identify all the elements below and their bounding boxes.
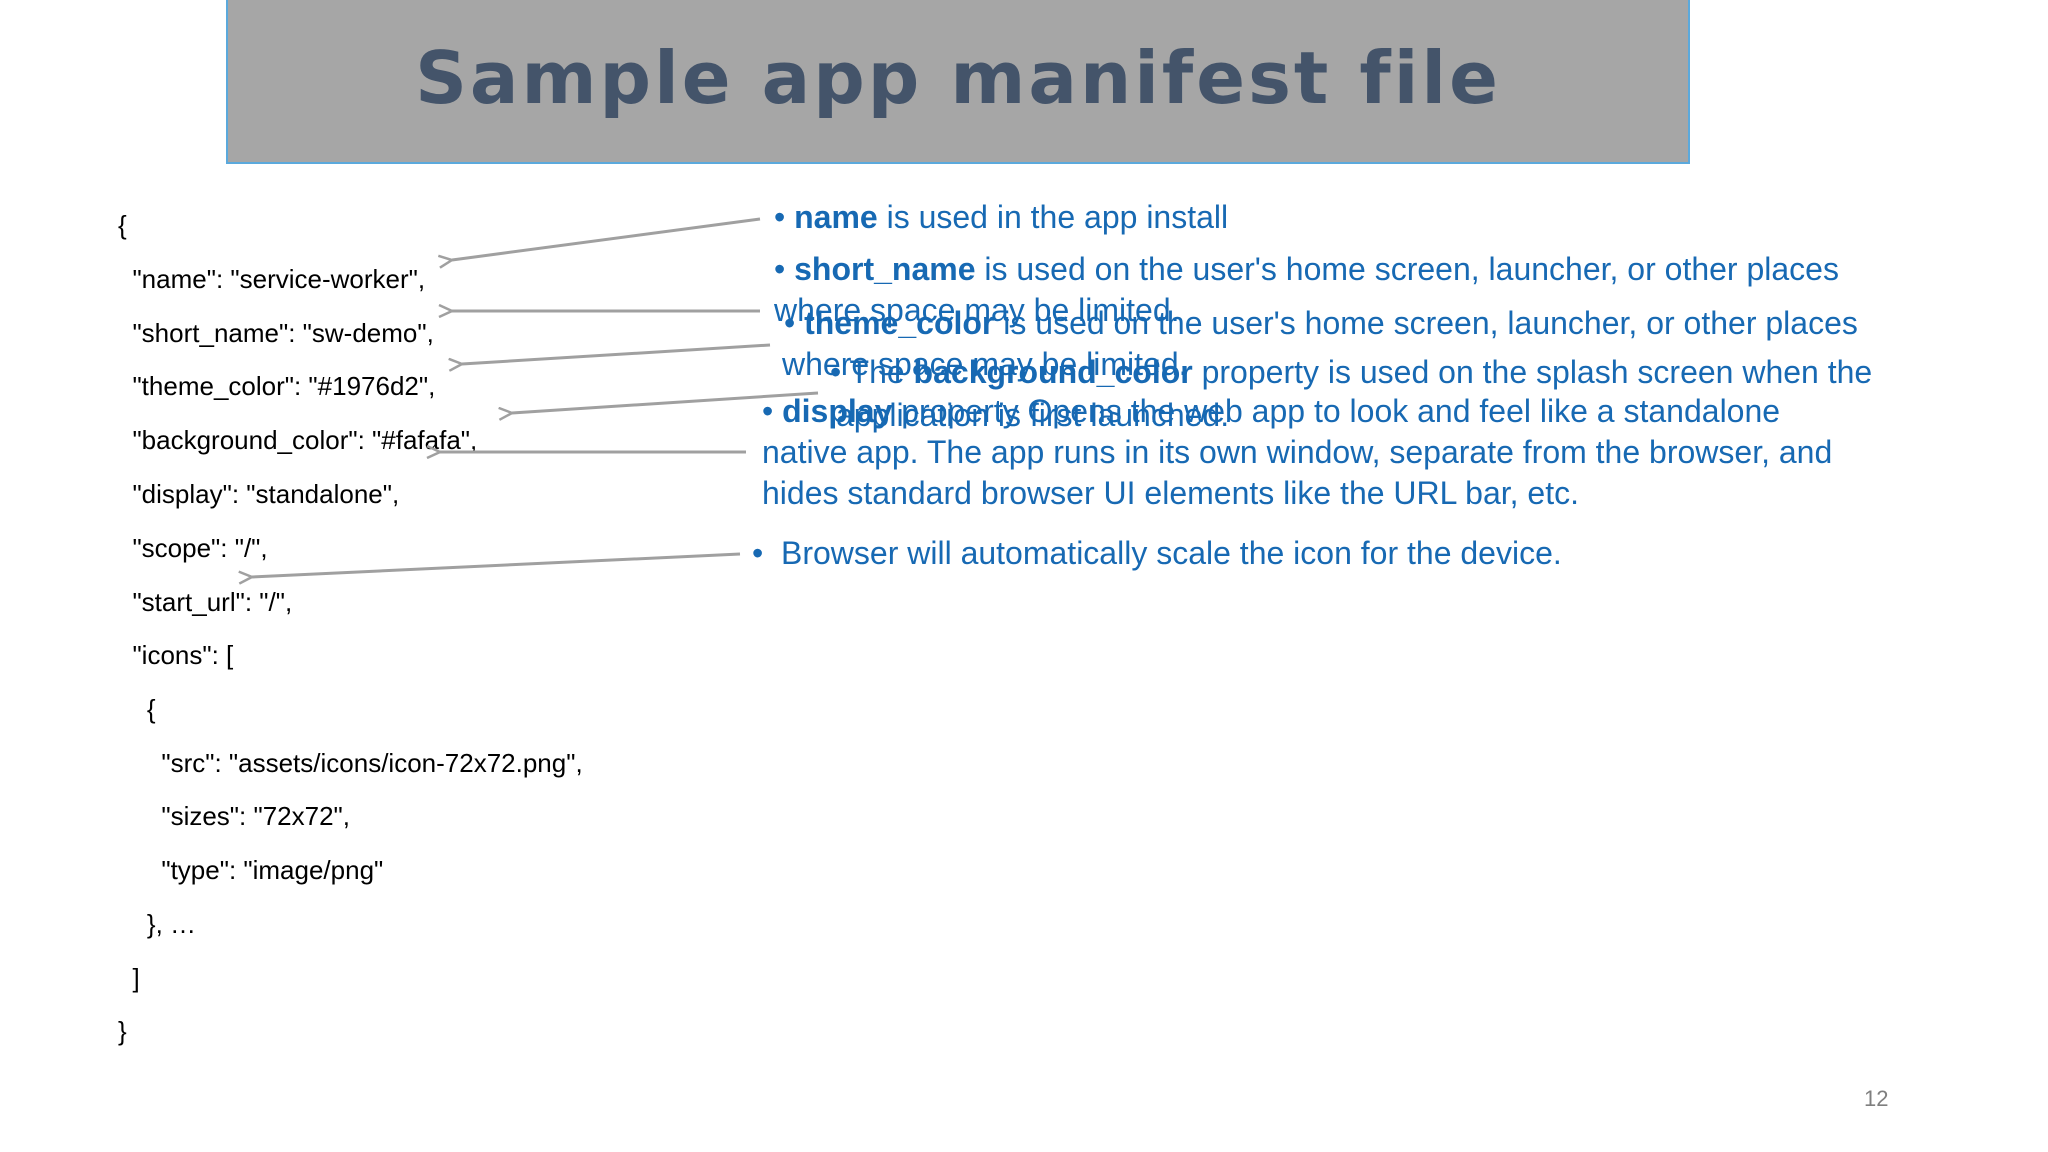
- arrow-name: [452, 217, 761, 260]
- note-key: name: [794, 199, 878, 235]
- code-line: "short_name": "sw-demo",: [118, 318, 434, 348]
- bullet: •: [774, 199, 786, 235]
- arrow-theme-color: [462, 343, 771, 364]
- note-text: is used on the user's home screen, launc…: [994, 305, 1858, 341]
- arrow-icons: [252, 552, 741, 577]
- code-line: "theme_color": "#1976d2",: [118, 371, 436, 401]
- code-line: ]: [118, 963, 140, 993]
- note-theme-color-line2: where space may be limited.: [782, 346, 1188, 382]
- note-key: background_color: [913, 354, 1193, 390]
- slide-title: Sample app manifest file: [415, 36, 1501, 120]
- note-text: Browser will automatically scale the ico…: [780, 535, 1562, 571]
- code-line: {: [118, 694, 156, 724]
- note-name: • name is used in the app install: [774, 199, 1228, 236]
- note-background-color-line2: application is first launched.: [836, 397, 1230, 433]
- note-background-color: • The background_color property is used …: [830, 354, 1872, 391]
- note-icons: • Browser will automatically scale the i…: [752, 535, 1562, 572]
- code-line: "icons": [: [118, 640, 234, 670]
- note-key: display: [782, 393, 893, 429]
- note-text: is used on the user's home screen, launc…: [975, 251, 1839, 287]
- note-display-line2: native app. The app runs in its own wind…: [762, 434, 1833, 470]
- code-line: {: [118, 210, 127, 240]
- code-line: "src": "assets/icons/icon-72x72.png",: [118, 748, 583, 778]
- note-text: is used in the app install: [877, 199, 1229, 235]
- note-short-name: • short_name is used on the user's home …: [774, 251, 1839, 288]
- code-line: "name": "service-worker",: [118, 264, 426, 294]
- code-line: "start_url": "/",: [118, 587, 293, 617]
- note-theme-color: • theme_color is used on the user's home…: [784, 305, 1858, 342]
- note-text: property is used on the splash screen wh…: [1192, 354, 1873, 390]
- code-line: "sizes": "72x72",: [118, 801, 351, 831]
- slide-title-bar: Sample app manifest file: [226, 0, 1690, 164]
- bullet: •: [774, 251, 786, 287]
- code-line: "background_color": "#fafafa",: [118, 425, 478, 455]
- bullet: •: [784, 305, 796, 341]
- note-key: short_name: [794, 251, 976, 287]
- bullet: •: [752, 535, 764, 571]
- code-line: "display": "standalone",: [118, 479, 400, 509]
- note-text: property Opens the web app to look and f…: [892, 393, 1781, 429]
- code-line: }, …: [118, 909, 197, 939]
- page-number: 12: [1864, 1086, 1889, 1111]
- bullet: •: [830, 354, 842, 390]
- note-key: theme_color: [804, 305, 995, 341]
- note-display-line3: hides standard browser UI elements like …: [762, 475, 1579, 511]
- note-short-name-line2: where space may be limited.: [774, 292, 1180, 328]
- code-line: }: [118, 1016, 127, 1046]
- bullet: •: [762, 393, 774, 429]
- note-prefix: The: [849, 354, 914, 390]
- code-line: "type": "image/png": [118, 855, 384, 885]
- code-line: "scope": "/",: [118, 533, 268, 563]
- note-display: • display property Opens the web app to …: [762, 393, 1780, 430]
